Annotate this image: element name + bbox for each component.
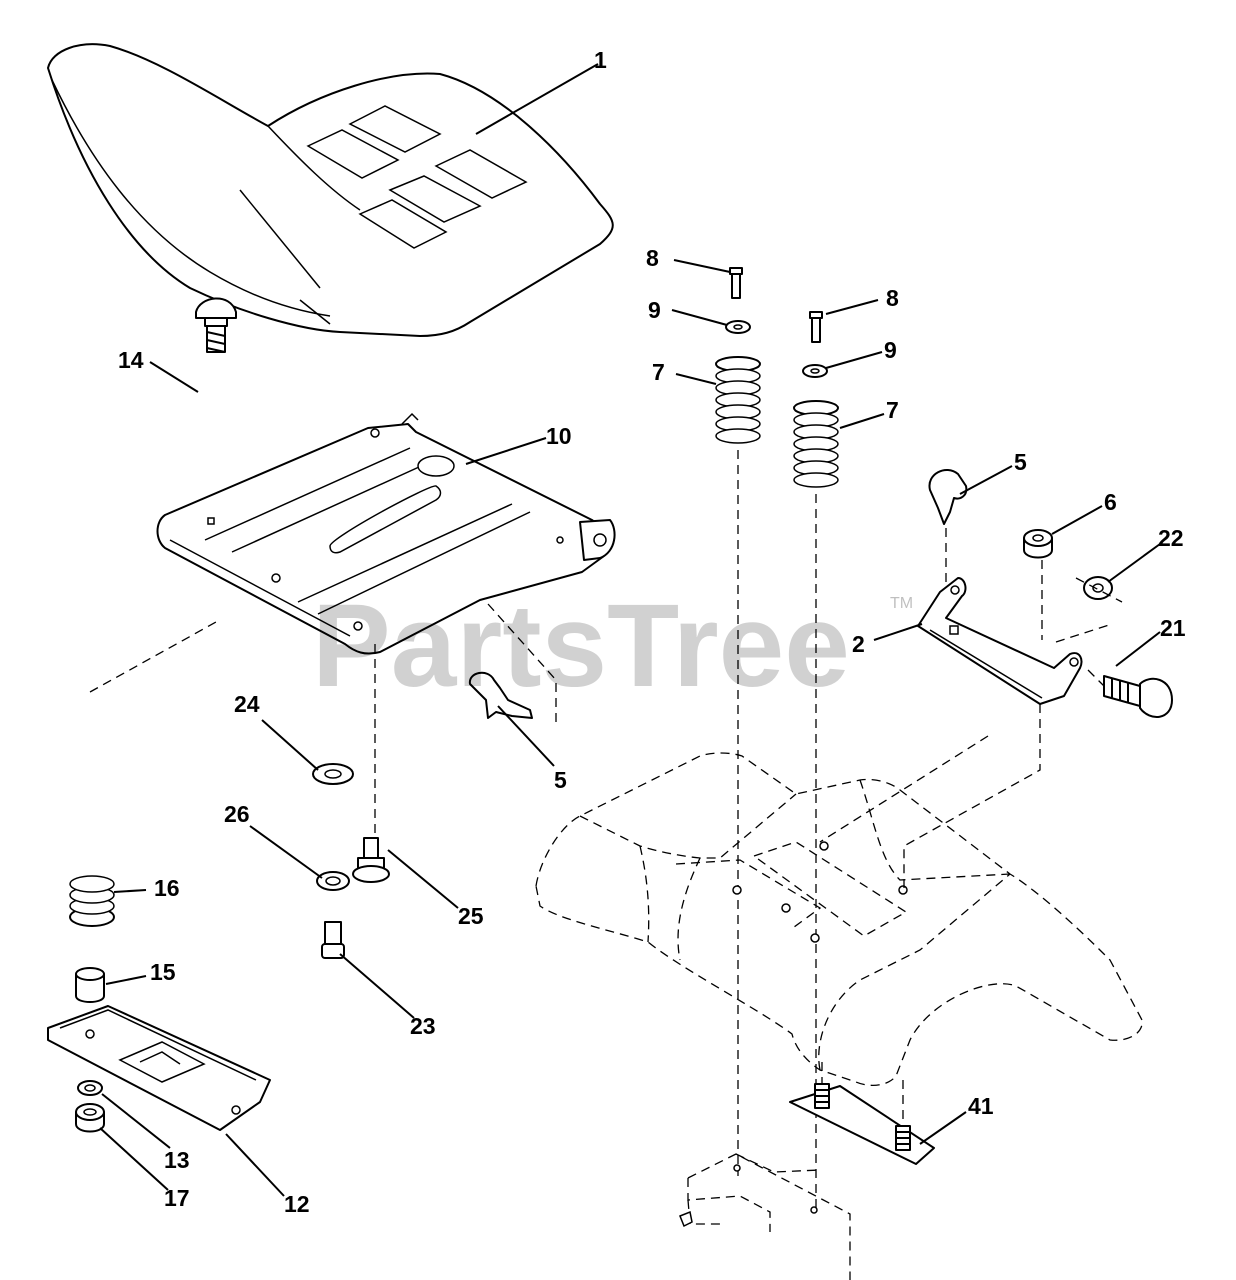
slide-plate-part-12[interactable] [47,1005,271,1131]
lock-washer-part-26[interactable] [316,871,350,891]
alignment-line-bracket [903,704,1041,888]
leader-lines [99,63,1161,1197]
fender-reference-outline [535,752,1143,1087]
callout-26: 26 [224,801,250,827]
washer-part-9-right[interactable] [802,364,828,378]
callout-12: 12 [284,1191,310,1217]
callout-21: 21 [1160,615,1186,641]
shoulder-bolt-part-25[interactable] [352,644,390,883]
callout-17: 17 [164,1185,190,1211]
callout-9-right: 9 [884,337,897,363]
spring-part-7-right[interactable] [793,400,839,488]
callout-22: 22 [1158,525,1184,551]
callout-10: 10 [546,423,572,449]
callout-23: 23 [410,1013,436,1039]
seat-part-1[interactable] [47,43,614,337]
alignment-line-pan [89,621,217,693]
shoulder-bolt-part-21[interactable] [1087,669,1173,718]
callout-25: 25 [458,903,484,929]
callout-5-lower: 5 [554,767,567,793]
washer-part-9-left[interactable] [725,320,751,334]
callout-8-left: 8 [646,245,659,271]
callout-9-left: 9 [648,297,661,323]
callout-14: 14 [118,347,144,373]
frame-base-reference [679,1153,851,1280]
seat-pan-part-10[interactable] [156,412,616,655]
bolt-part-8-right[interactable] [809,311,823,343]
nut-part-6[interactable] [1023,529,1053,640]
watermark-trademark: TM [890,595,913,612]
bolt-part-8-left[interactable] [729,267,743,299]
spring-part-16[interactable] [69,875,115,927]
callout-13: 13 [164,1147,190,1173]
nut-part-13[interactable] [77,1080,103,1096]
nut-part-22[interactable] [1075,576,1123,603]
callout-16: 16 [154,875,180,901]
callout-labels: 1 8 8 9 9 7 7 14 10 5 5 6 22 2 21 24 26 … [118,47,1186,1217]
flat-washer-part-24[interactable] [312,763,354,785]
spring-part-7-left[interactable] [715,356,761,444]
callout-7-right: 7 [886,397,899,423]
callout-1: 1 [594,47,607,73]
callout-6: 6 [1104,489,1117,515]
clip-part-5-lower[interactable] [468,603,557,722]
carriage-bolt-part-14[interactable] [195,297,237,353]
watermark-text: PartsTree [312,580,850,712]
bracket-part-2[interactable] [917,577,1113,705]
callout-8-right: 8 [886,285,899,311]
alignment-line-fender [819,735,989,843]
callout-5-upper: 5 [1014,449,1027,475]
screw-part-23[interactable] [321,921,345,959]
stud-plate-part-41[interactable] [789,1062,935,1165]
callout-7-left: 7 [652,359,665,385]
nut-part-17[interactable] [75,1103,105,1133]
callout-15: 15 [150,959,176,985]
callout-41: 41 [968,1093,994,1119]
bushing-part-15[interactable] [75,967,105,1003]
callout-24: 24 [234,691,260,717]
callout-2: 2 [852,631,865,657]
clip-part-5-upper[interactable] [928,469,968,590]
